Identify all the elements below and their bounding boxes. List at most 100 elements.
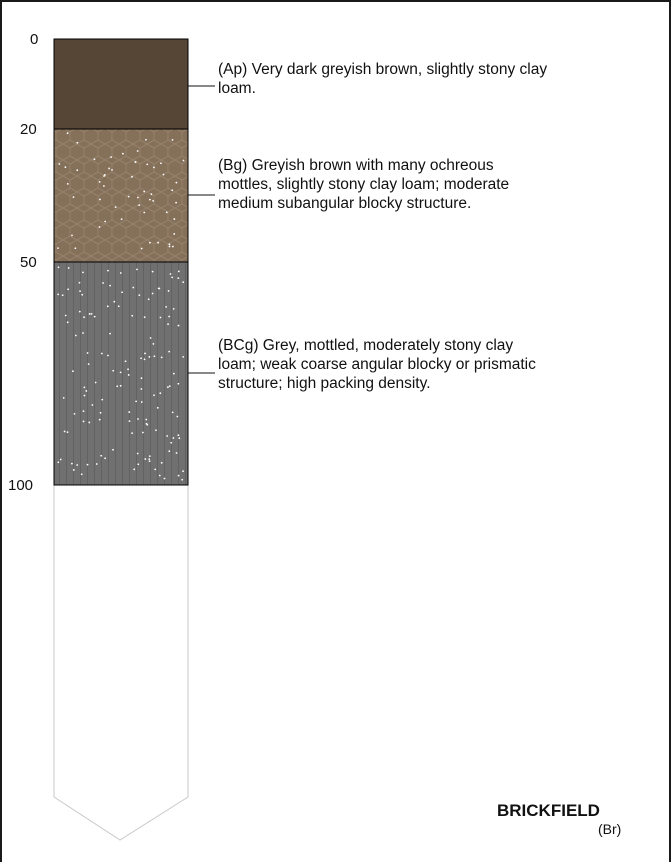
mottle-dot	[99, 411, 102, 414]
mottle-dot	[165, 306, 168, 308]
mottle-dot	[131, 175, 133, 178]
mottle-dot	[151, 292, 154, 295]
mottle-dot	[88, 313, 91, 315]
mottle-dot	[140, 377, 143, 380]
mottle-dot	[63, 430, 66, 433]
depth-label-0: 0	[30, 31, 38, 48]
mottle-dot	[57, 293, 60, 296]
mottle-dot	[57, 247, 59, 249]
mottle-dot	[72, 196, 75, 199]
mottle-dot	[67, 267, 70, 269]
mottle-dot	[154, 468, 157, 471]
mottle-dot	[127, 195, 130, 198]
mottle-dot	[138, 204, 141, 207]
mottle-dot	[175, 452, 178, 454]
mottle-dot	[107, 269, 109, 272]
mottle-dot	[158, 474, 161, 477]
mottle-dot	[140, 401, 143, 403]
mottle-dot	[99, 198, 101, 201]
mottle-dot	[166, 435, 169, 437]
description-line: loam; weak coarse angular blocky or pris…	[218, 356, 536, 373]
series-code: (Br)	[598, 821, 621, 837]
mottle-dot	[153, 166, 155, 169]
mottle-dot	[158, 287, 161, 290]
mottle-dot	[160, 162, 162, 165]
mottle-dot	[145, 418, 148, 421]
mottle-dot	[168, 350, 171, 353]
mottle-dot	[168, 450, 171, 453]
mottle-dot	[98, 181, 101, 183]
description-line: (Ap) Very dark greyish brown, slightly s…	[218, 61, 547, 78]
mottle-dot	[157, 241, 160, 244]
mottle-dot	[150, 193, 153, 196]
depth-label-50: 50	[20, 254, 37, 271]
mottle-dot	[135, 400, 138, 403]
mottle-dot	[93, 315, 96, 318]
mottle-dot	[172, 372, 175, 375]
mottle-dot	[162, 173, 165, 176]
mottle-dot	[93, 158, 96, 161]
mottle-dot	[133, 468, 136, 471]
mottle-dot	[86, 352, 89, 354]
mottle-dot	[137, 418, 139, 420]
mottle-dot	[177, 474, 180, 477]
mottle-dot	[149, 198, 151, 201]
mottle-dot	[74, 334, 77, 337]
mottle-dot	[111, 168, 113, 171]
mottle-dot	[66, 321, 69, 324]
mottle-dot	[177, 270, 180, 273]
mottle-dot	[131, 432, 134, 435]
mottle-dot	[127, 368, 129, 371]
mottle-dot	[177, 434, 180, 437]
mottle-dot	[70, 462, 73, 465]
mottle-dot	[87, 363, 90, 366]
mottle-dot	[166, 386, 169, 389]
mottle-dot	[148, 458, 151, 461]
mottle-dot	[72, 370, 74, 373]
mottle-dot	[168, 243, 171, 246]
mottle-dot	[168, 245, 171, 248]
horizon-descriptions: (Ap) Very dark greyish brown, slightly s…	[218, 61, 547, 392]
mottle-dot	[119, 384, 122, 387]
mottle-dot	[140, 388, 143, 390]
mottle-dot	[64, 314, 67, 317]
mottle-dot	[163, 477, 166, 480]
leader-lines	[188, 85, 215, 374]
mottle-dot	[82, 420, 85, 423]
mottle-dot	[136, 452, 139, 455]
mottle-dot	[91, 404, 94, 406]
mottle-dot	[171, 276, 173, 279]
mottle-dot	[153, 355, 156, 358]
horizon-texture-bcg	[54, 262, 188, 485]
description-bcg: (BCg) Grey, mottled, moderately stony cl…	[218, 337, 536, 392]
mottle-dot	[85, 390, 88, 392]
depth-label-100: 100	[8, 477, 33, 494]
description-line: mottles, slightly stony clay loam; moder…	[218, 176, 509, 193]
mottle-dot	[177, 382, 180, 385]
mottle-dot	[113, 300, 116, 303]
mottle-dot	[100, 454, 103, 457]
description-line: (BCg) Grey, mottled, moderately stony cl…	[218, 337, 513, 354]
mottle-dot	[148, 355, 151, 358]
mottle-dot	[167, 290, 170, 292]
mottle-dot	[95, 463, 98, 465]
description-line: medium subangular blocky structure.	[218, 195, 471, 212]
mottle-dot	[104, 457, 107, 460]
mottle-dot	[182, 159, 185, 162]
description-line: (Bg) Greyish brown with many ochreous	[218, 157, 494, 174]
horizon-texture-bg	[54, 129, 188, 262]
mottle-dot	[140, 247, 143, 250]
mottle-dot	[145, 422, 148, 425]
series-label: BRICKFIELD (Br)	[497, 801, 621, 837]
mottle-dot	[114, 206, 117, 209]
mottle-dot	[76, 464, 79, 466]
mottle-dot	[136, 268, 138, 271]
mottle-dot	[177, 324, 180, 327]
mottle-dot	[101, 398, 104, 401]
mottle-dot	[128, 411, 131, 413]
mottle-dot	[143, 211, 146, 214]
mottle-dot	[59, 458, 62, 461]
mottle-dot	[82, 271, 84, 274]
